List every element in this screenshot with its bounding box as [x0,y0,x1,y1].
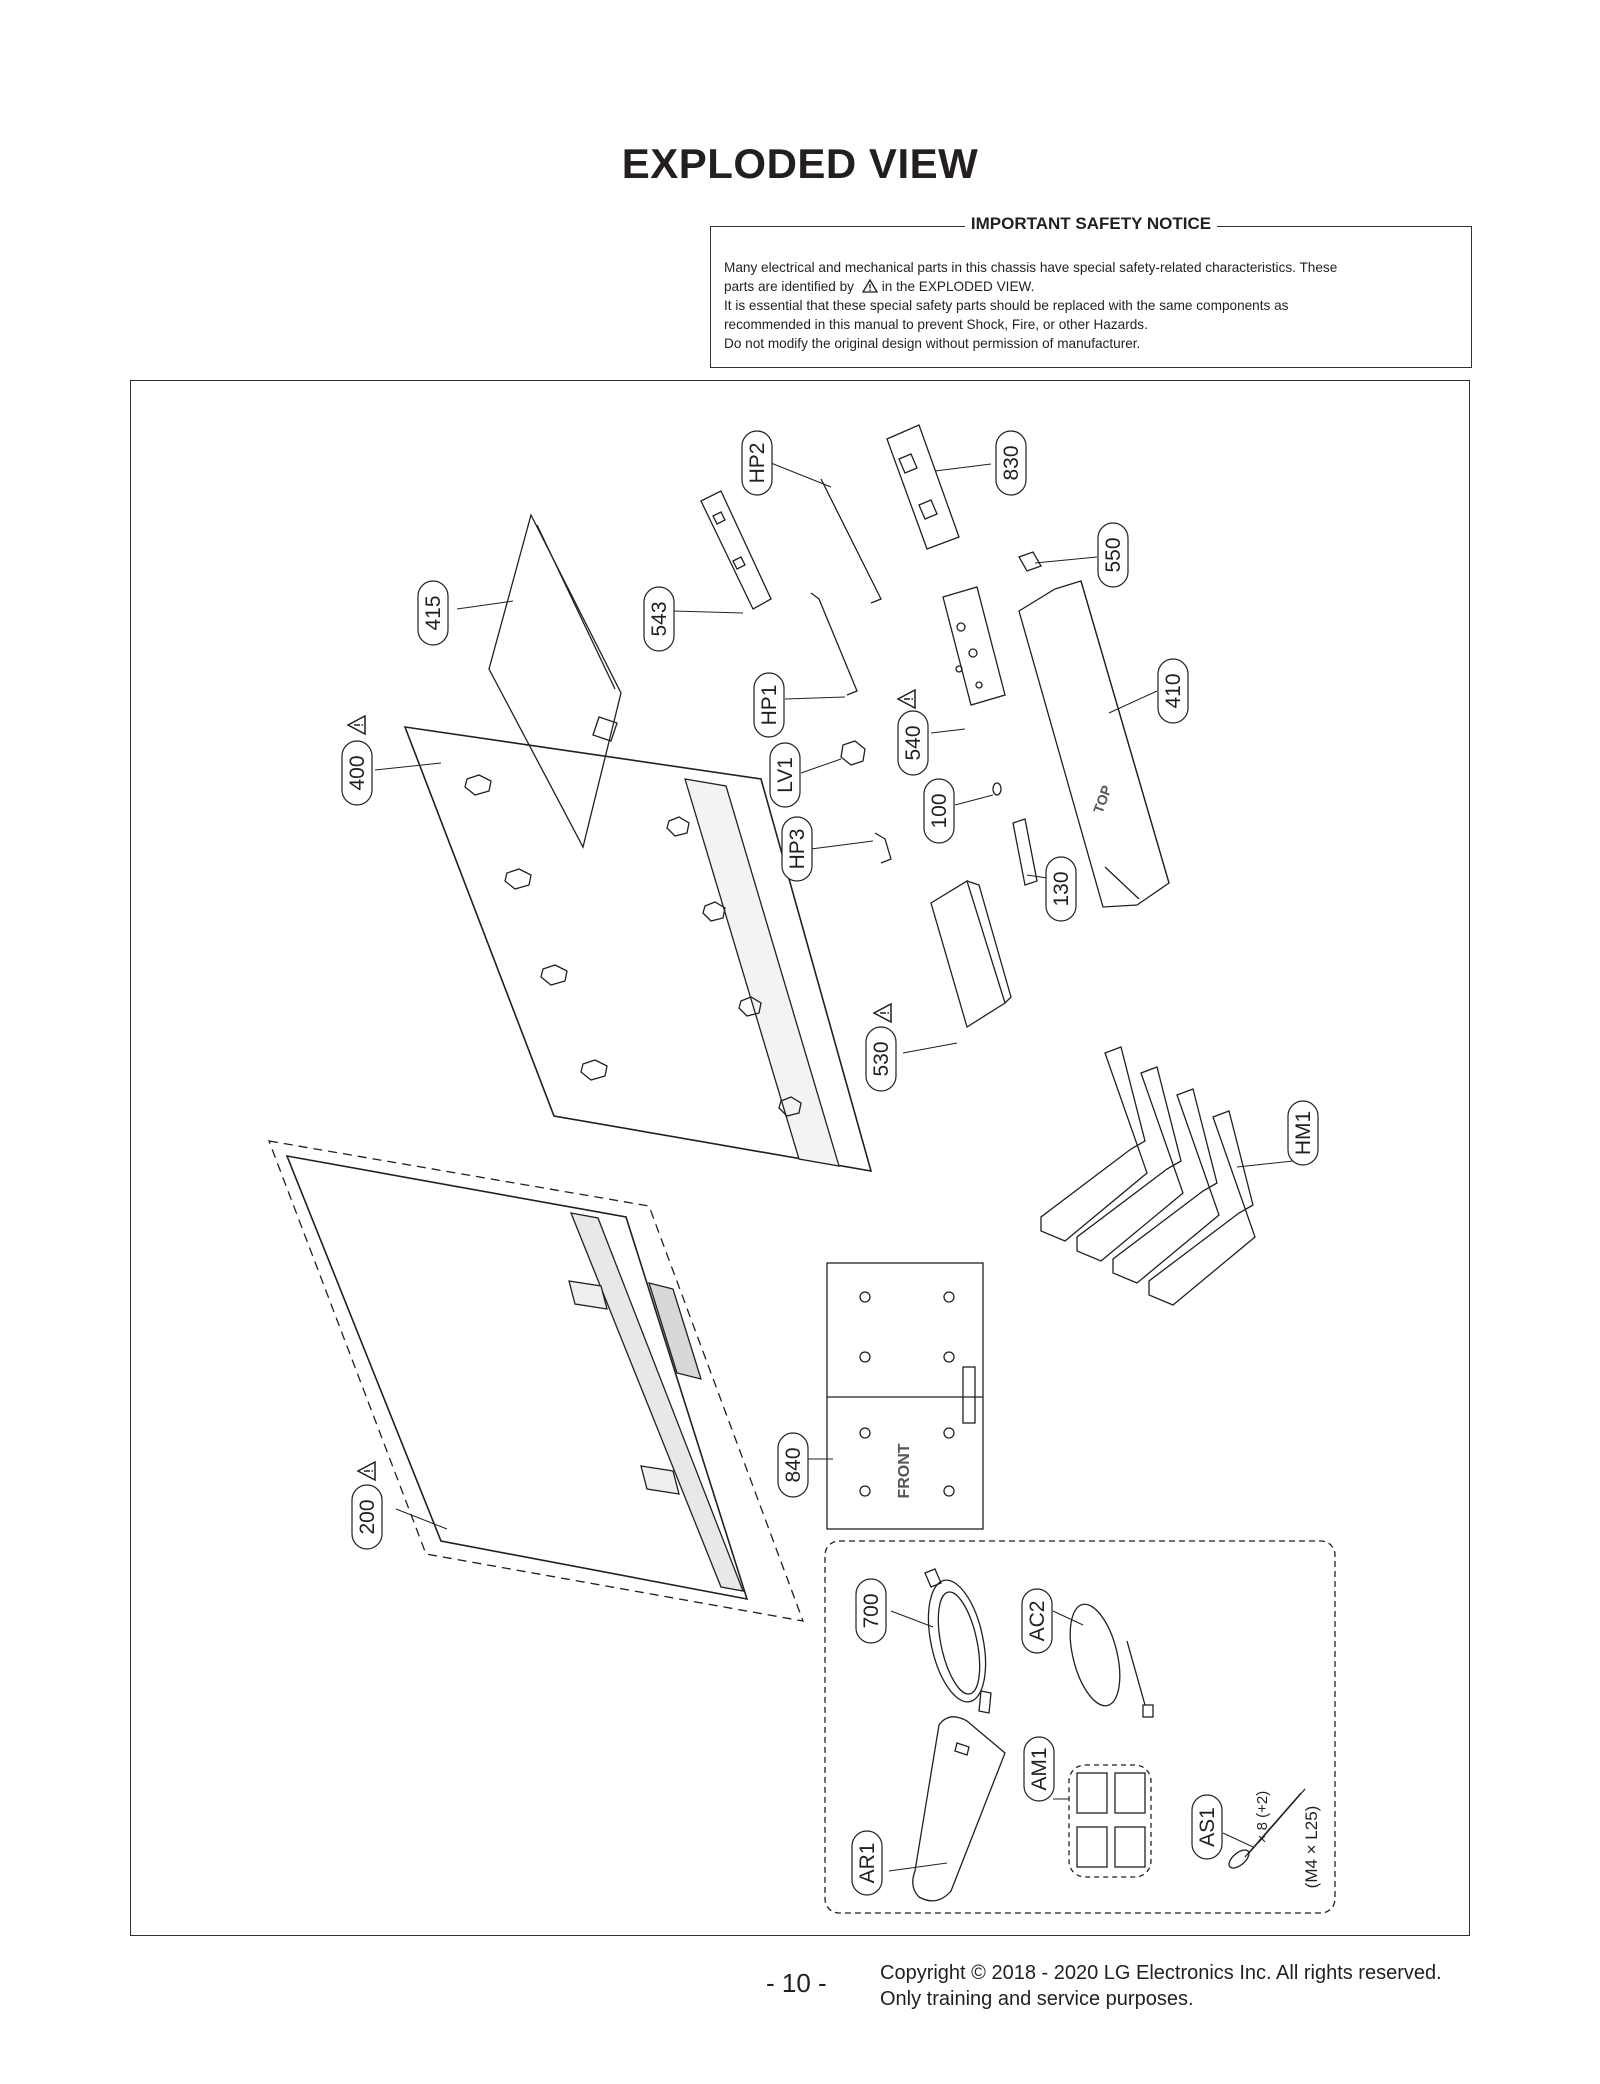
label-hm1: HM1 [1292,1111,1315,1155]
exploded-view-diagram: 415 400 200 543 HP2 830 550 410 HP1 540 … [267,424,1336,1914]
label-as1: AS1 [1196,1807,1219,1847]
notice-line-3: It is essential that these special safet… [724,298,1289,313]
notice-line-5: Do not modify the original design withou… [724,336,1141,351]
notice-line-2-end: in the EXPLODED VIEW. [881,279,1035,294]
copyright: Copyright © 2018 - 2020 LG Electronics I… [880,1960,1442,2012]
safety-icon-530 [873,1003,892,1023]
label-ar1: AR1 [856,1843,879,1884]
copyright-line-2: Only training and service purposes. [880,1988,1194,2010]
safety-icon-200 [357,1461,376,1481]
page-title: EXPLODED VIEW [621,140,979,187]
safety-notice-box: IMPORTANT SAFETY NOTICE Many electrical … [710,214,1472,368]
label-410: 410 [1162,673,1185,708]
label-840: 840 [782,1447,805,1482]
connector-lv1 [840,740,866,766]
warning-triangle-icon [861,278,878,293]
screw-quantity: × 8 (+2) [1254,1791,1271,1844]
cover-410 [1018,580,1170,908]
label-700: 700 [860,1593,883,1628]
label-550: 550 [1102,537,1125,572]
label-lv1: LV1 [774,757,797,793]
stand-front-label: FRONT [896,1443,913,1498]
packing-hm1 [1040,1046,1256,1306]
flat-cable-hp2 [820,478,882,604]
safety-notice-title-wrap: IMPORTANT SAFETY NOTICE [711,214,1471,234]
label-530: 530 [870,1041,893,1076]
cover-sticker-text: TOP [1090,783,1115,815]
notice-line-2: parts are identified by in the EXPLODED … [724,277,1458,296]
page-number: - 10 - [766,1968,827,1998]
label-hp3: HP3 [786,829,809,870]
notice-line-2-start: parts are identified by [724,279,854,294]
label-hp2: HP2 [746,443,769,484]
label-200: 200 [356,1499,379,1534]
label-830: 830 [1000,445,1023,480]
power-cord-700 [924,1568,992,1714]
bracket-830 [886,424,960,550]
accessories-box [824,1540,1336,1914]
flat-cable-hp1 [810,592,858,696]
safety-icon-400 [347,715,366,735]
label-415: 415 [422,595,445,630]
exploded-view-diagram-frame: 415 400 200 543 HP2 830 550 410 HP1 540 … [130,380,1470,1936]
main-board-540 [942,586,1006,706]
display-panel-200 [267,1140,805,1622]
part-100 [992,782,1002,796]
safety-notice-body: Many electrical and mechanical parts in … [724,258,1458,353]
mounting-set-am1 [1068,1764,1152,1878]
label-hp1: HP1 [758,685,781,726]
cable-hp3 [874,832,892,864]
label-400: 400 [346,755,369,790]
copyright-line-1: Copyright © 2018 - 2020 LG Electronics I… [880,1962,1442,1984]
label-130: 130 [1050,871,1073,906]
safety-icon-540 [897,689,916,709]
label-100: 100 [928,793,951,828]
safety-notice-title: IMPORTANT SAFETY NOTICE [964,214,1218,233]
label-540: 540 [902,725,925,760]
power-supply-530 [930,880,1012,1029]
plate-415 [488,513,622,849]
part-550 [1018,551,1042,572]
screw-spec: (M4 × L25) [1302,1806,1321,1889]
bracket-543 [700,490,772,610]
label-ac2: AC2 [1026,1601,1049,1642]
cable-ac2 [1069,1603,1154,1718]
remote-ar1 [912,1716,1006,1902]
back-cover-400 [403,726,873,1173]
notice-line-4: recommended in this manual to prevent Sh… [724,317,1148,332]
part-130 [1012,818,1038,886]
screw-as1 [1228,1788,1306,1869]
label-am1: AM1 [1028,1747,1051,1790]
label-543: 543 [648,601,671,636]
stand-840 [826,1262,984,1530]
notice-line-1: Many electrical and mechanical parts in … [724,260,1338,275]
